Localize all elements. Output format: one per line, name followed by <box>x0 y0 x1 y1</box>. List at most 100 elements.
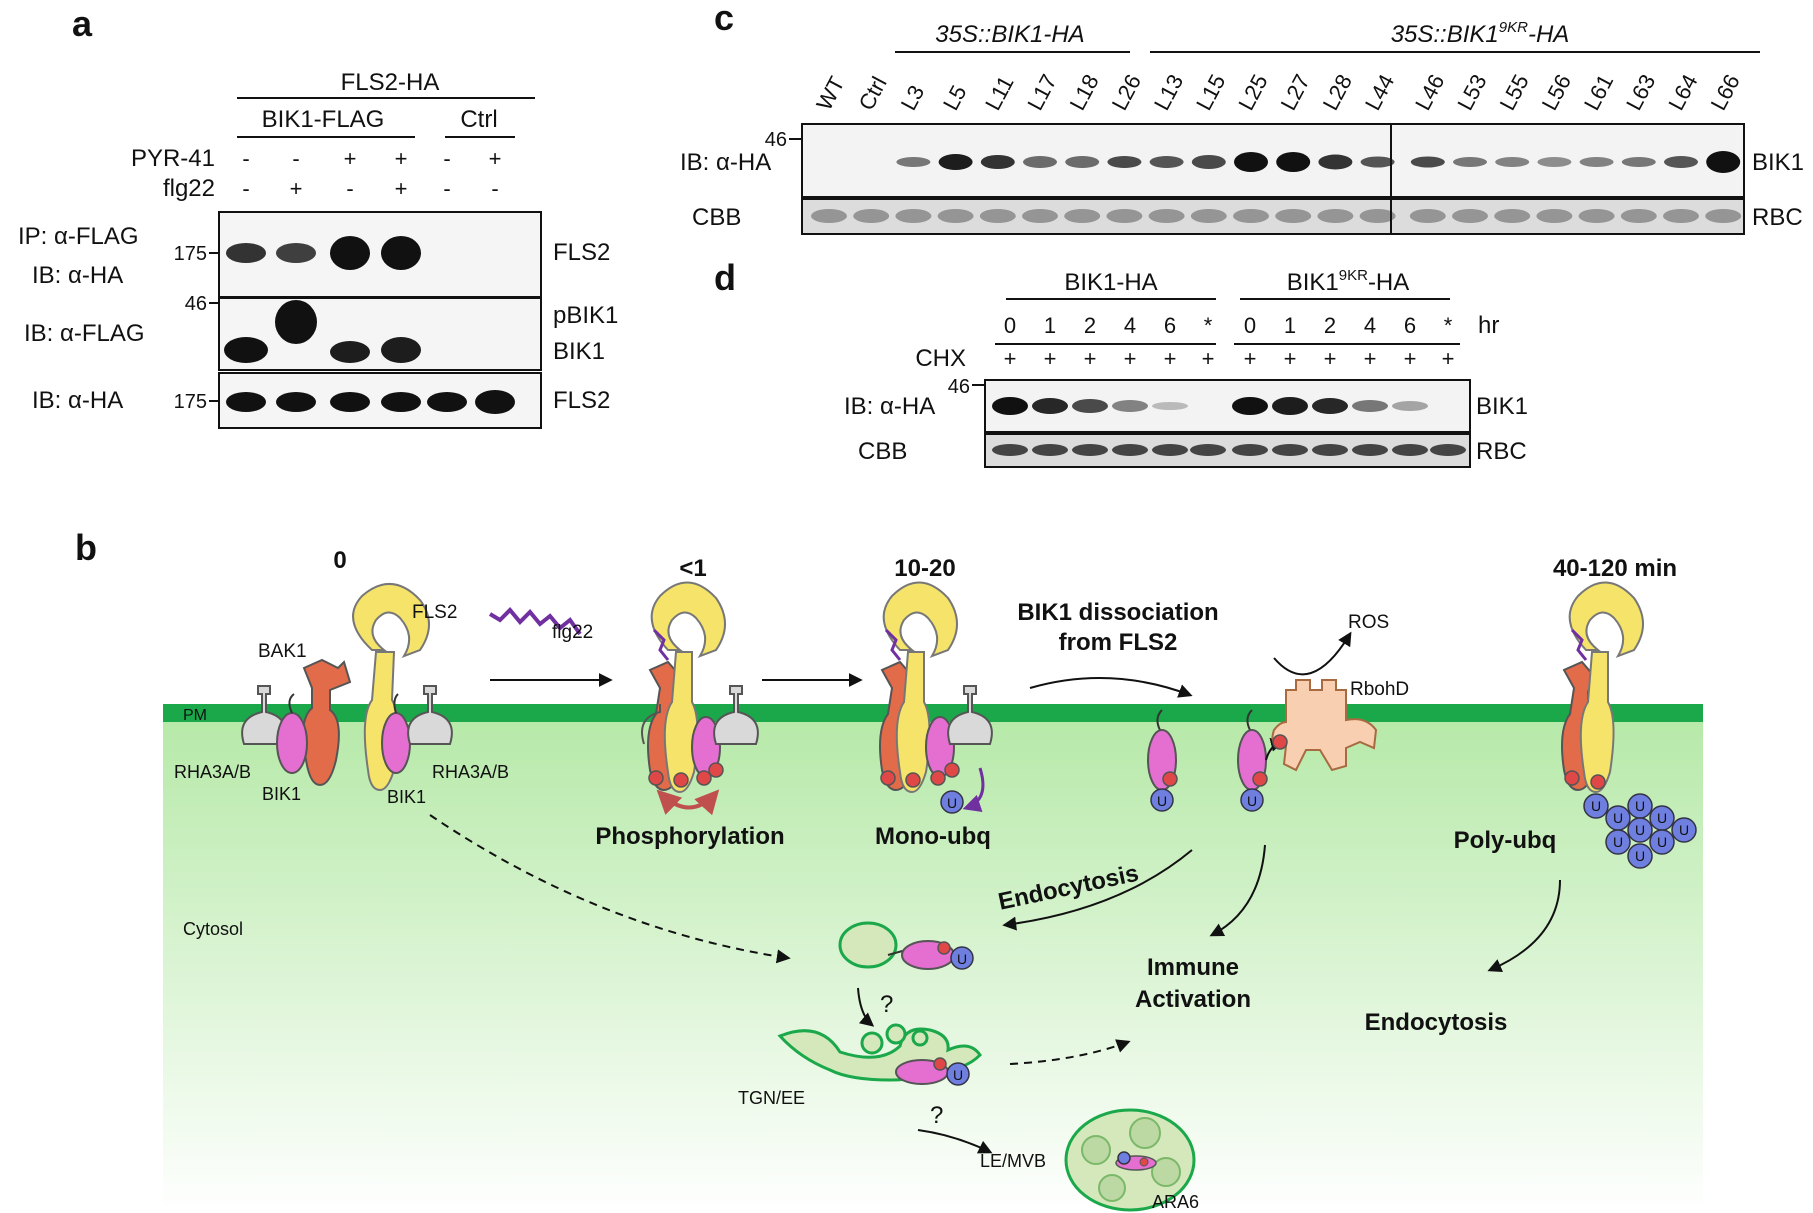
time-label: 6 <box>1164 313 1176 338</box>
band <box>1112 444 1148 456</box>
time-label: 6 <box>1404 313 1416 338</box>
band <box>475 390 515 414</box>
mvb-intralumenal-vesicle <box>1151 1157 1181 1187</box>
rha-protein-partial <box>641 704 661 745</box>
band <box>330 236 370 270</box>
band <box>1620 209 1657 223</box>
lane-label: L27 <box>1276 70 1315 114</box>
receptor-complex-phospho <box>641 581 759 816</box>
time-label: 4 <box>1124 313 1136 338</box>
blot-c1-mw: 46 <box>765 129 787 151</box>
tgn-vesicle <box>911 1029 929 1047</box>
lane-label: L28 <box>1318 70 1357 114</box>
blot-a1-ib-label: IB: α-HA <box>32 262 123 289</box>
phospho-site <box>1252 771 1268 787</box>
band <box>1272 444 1308 456</box>
lane-label: L46 <box>1410 70 1449 114</box>
lane-label: L5 <box>938 81 972 114</box>
d-group1-label: BIK1-HA <box>1064 269 1157 296</box>
band <box>381 236 421 270</box>
band <box>938 154 973 170</box>
receptor-complex-monoubq: U <box>879 581 993 814</box>
time-label: 1 <box>1044 313 1056 338</box>
le-mvb-compartment <box>1064 1108 1196 1212</box>
phospho-site <box>1564 770 1580 786</box>
ubiquitin-label: U <box>1635 822 1645 838</box>
phospho-site <box>944 762 960 778</box>
ubiquitin-label: U <box>1679 822 1689 838</box>
time-unit: hr <box>1478 312 1499 339</box>
band <box>1232 397 1268 415</box>
bik1-protein-right <box>381 712 411 774</box>
band <box>1190 209 1227 223</box>
phospho-site <box>696 770 712 786</box>
panel-d-letter: d <box>714 257 736 298</box>
blot-a3-label: IB: α-HA <box>32 387 123 414</box>
row-pyr41-value: + <box>489 146 502 171</box>
row-flg22-label: flg22 <box>163 175 215 202</box>
lane-label: L25 <box>1233 70 1272 114</box>
band <box>381 337 421 363</box>
pm-label: PM <box>183 707 207 724</box>
flg22-bound <box>1570 628 1588 661</box>
ubiquitin-label: U <box>1635 798 1645 814</box>
dashed-arrow-immune <box>1009 1039 1131 1065</box>
rha-protein <box>947 685 993 745</box>
band <box>330 392 370 412</box>
band <box>1579 157 1614 167</box>
band <box>1032 444 1068 456</box>
row-flg22-value: + <box>395 176 408 201</box>
time-label: * <box>1444 313 1453 338</box>
chx-value: + <box>1284 346 1297 371</box>
band <box>330 341 370 363</box>
phosphorylation-label: Phosphorylation <box>595 823 784 850</box>
ubiquitin-label: U <box>1591 798 1601 814</box>
phospho-site <box>937 941 951 955</box>
row-pyr41-value: - <box>242 146 249 171</box>
le-mvb-label: LE/MVB <box>980 1151 1046 1171</box>
fls2-ectodomain <box>1568 581 1644 658</box>
row-pyr41-values: --++-+ <box>242 146 501 171</box>
band <box>1152 444 1188 456</box>
group1-label: 35S::BIK1-HA <box>935 21 1084 48</box>
transphosphorylation-arrow <box>656 789 720 816</box>
ubiquitin-label: U <box>1247 793 1257 809</box>
band <box>1191 155 1226 169</box>
arrow-endocytosis-mid <box>1002 849 1193 931</box>
flg22-peptide <box>488 607 582 636</box>
lane-label: L11 <box>980 72 1019 115</box>
band <box>1190 444 1226 456</box>
lane-label: L66 <box>1706 70 1745 114</box>
band <box>1112 400 1148 412</box>
question-2: ? <box>930 1102 943 1129</box>
ubiquitin <box>1671 817 1697 843</box>
fls2-ectodomain <box>352 582 430 658</box>
band <box>1410 156 1445 168</box>
blot-d1-label: IB: α-HA <box>844 393 935 420</box>
row-pyr41-value: + <box>344 146 357 171</box>
band <box>1275 209 1312 223</box>
blot-d1-mw: 46 <box>948 376 970 398</box>
immune-line1: Immune <box>1147 954 1239 981</box>
band <box>992 397 1028 415</box>
ubiquitin-label: U <box>1157 793 1167 809</box>
ubiquitin-label: U <box>1613 834 1623 850</box>
band <box>853 209 890 223</box>
tgn-vesicle <box>885 1023 907 1045</box>
row-flg22-value: - <box>443 176 450 201</box>
lane-label: WT <box>811 72 849 114</box>
blot-d2-label: CBB <box>858 438 907 465</box>
ubiquitin <box>946 1062 970 1086</box>
ubiquitin-label: U <box>1657 810 1667 826</box>
free-bik1-2: U <box>1237 709 1285 812</box>
flg22-bound <box>652 628 670 661</box>
ubiquitin <box>1150 788 1174 812</box>
row-flg22-value: + <box>290 176 303 201</box>
band <box>1621 157 1656 167</box>
cytosol-label: Cytosol <box>183 919 243 939</box>
chx-value: + <box>1044 346 1057 371</box>
lane-label: L13 <box>1149 70 1188 114</box>
phospho-site <box>1272 734 1288 750</box>
band <box>1233 209 1269 223</box>
